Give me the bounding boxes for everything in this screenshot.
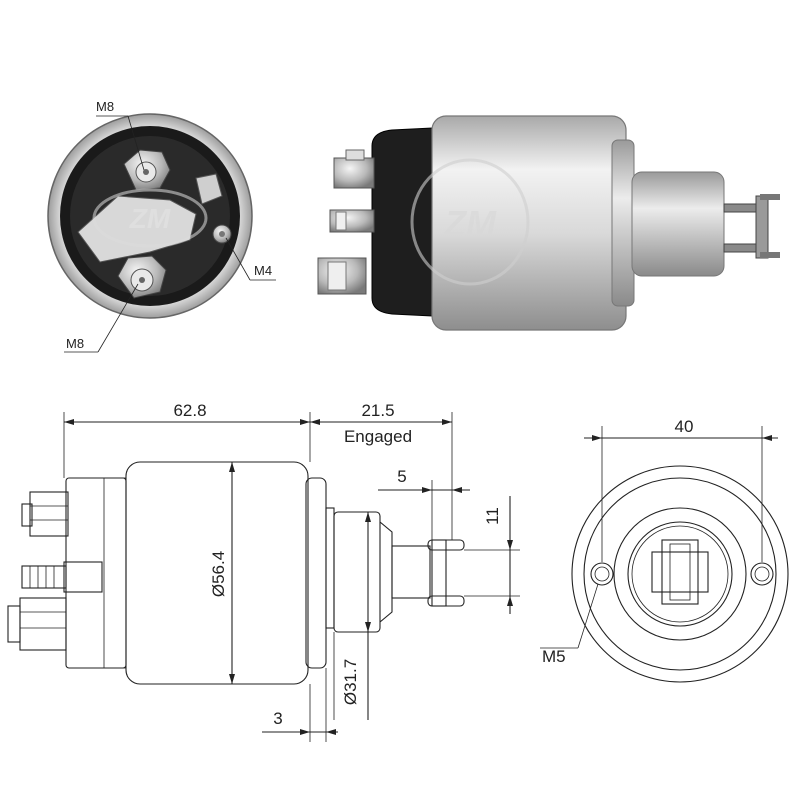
- top-view-photo: ZM M8 M4 M8: [47, 99, 276, 353]
- dim-body-diameter: Ø56.4: [209, 551, 228, 597]
- dim-flange: 3: [273, 709, 282, 728]
- front-plunger: [661, 539, 699, 605]
- mounting-hole-left: [590, 562, 614, 586]
- dim-stroke: 21.5: [361, 401, 394, 420]
- photo-plunger-housing: [631, 171, 725, 277]
- drawing-terminal-bottom: [7, 597, 67, 651]
- hole-thread-label: M5: [542, 647, 566, 666]
- side-drawing: 62.8 21.5 Engaged 5 11 Ø56.4 Ø31.7: [7, 401, 520, 742]
- watermark-logo: ZM: [92, 188, 208, 248]
- dim-hole-spacing: 40: [675, 417, 694, 436]
- dim-body-length: 62.8: [173, 401, 206, 420]
- drawing-fork: [431, 539, 447, 607]
- photo-terminal-top: [333, 149, 375, 189]
- dim-fork-slot: 11: [483, 507, 502, 525]
- callout-line-m8-bottom-a: [97, 283, 139, 353]
- svg-text:ZM: ZM: [443, 203, 497, 244]
- callout-line-m4-a: [225, 237, 251, 281]
- m8-bottom-stud: [117, 255, 167, 299]
- photo-terminal-mid: [329, 209, 375, 233]
- dim-fork-thickness: 5: [397, 467, 406, 486]
- callout-m8-bottom: M8: [66, 336, 84, 351]
- front-outer-circle: [571, 465, 789, 683]
- front-drawing: 40 M5: [540, 417, 789, 683]
- watermark-logo-side: ZM: [410, 158, 530, 286]
- photo-fork: [755, 195, 769, 259]
- drawing-terminal-mid: [21, 561, 103, 593]
- side-photo: ZM: [317, 115, 780, 331]
- drawing-plunger-housing: [333, 511, 381, 633]
- svg-text:ZM: ZM: [129, 203, 171, 234]
- m8-top-stud: [123, 149, 171, 191]
- callout-line-m8-top-b: [127, 115, 145, 171]
- dim-neck-diameter: Ø31.7: [341, 659, 360, 705]
- drawing-body: [125, 461, 309, 685]
- callout-m8-top: M8: [96, 99, 114, 114]
- mounting-hole-right: [750, 562, 774, 586]
- drawing-terminal-top: [21, 491, 69, 537]
- callout-m4: M4: [254, 263, 272, 278]
- m4-stud: [212, 224, 232, 244]
- dim-stroke-note: Engaged: [344, 427, 412, 446]
- drawing-plunger-rod: [391, 545, 431, 599]
- drawing-cap: [65, 477, 127, 669]
- photo-terminal-bottom: [317, 257, 367, 295]
